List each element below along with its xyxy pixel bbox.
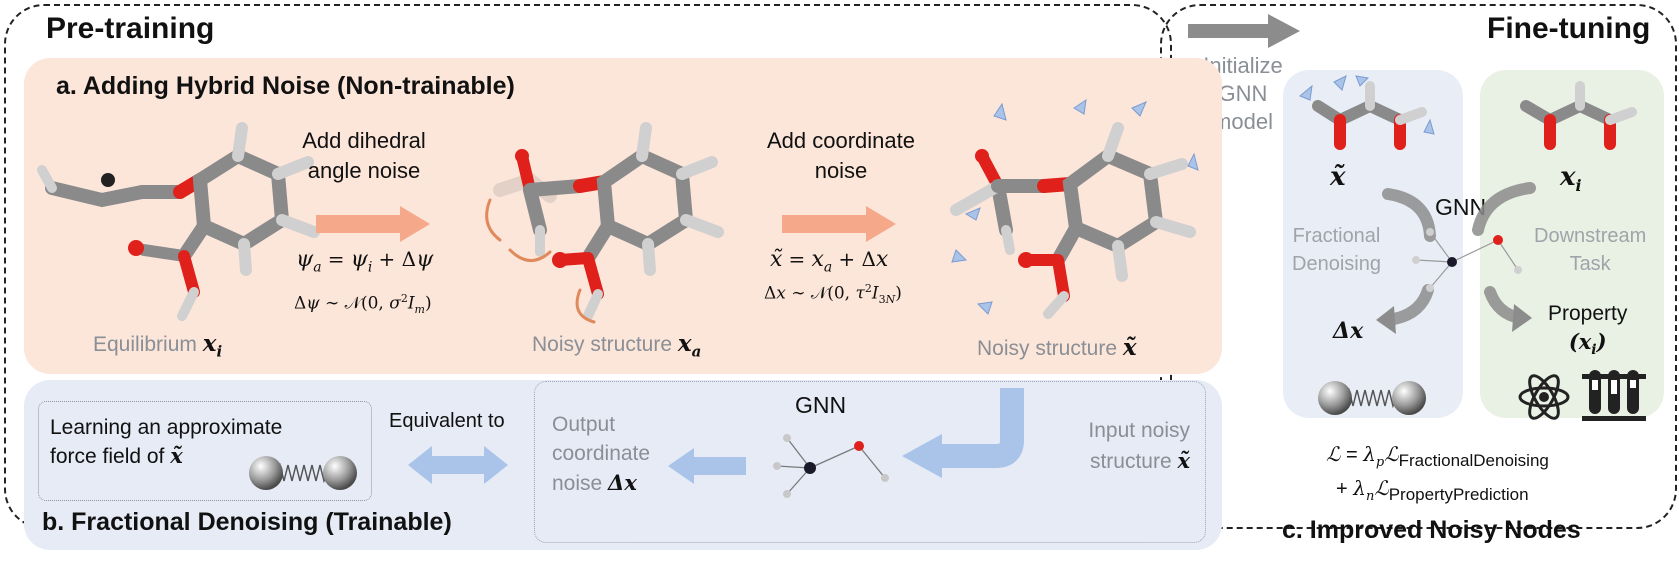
property-label: Property (xi)	[1548, 300, 1627, 364]
small-molecule-left	[1299, 75, 1435, 150]
output-arrow	[668, 448, 746, 484]
step2-label-line-2: noise	[814, 158, 868, 183]
fractional-label: Fractional Denoising	[1292, 222, 1381, 278]
gnn-box	[534, 381, 1206, 543]
atom-icon	[1518, 374, 1570, 420]
panel-c-right	[1480, 70, 1664, 418]
equilibrium-molecule	[37, 122, 320, 321]
caption-equilibrium-symbol: xi	[202, 330, 223, 361]
downstream-line-2: Task	[1569, 253, 1611, 275]
equivalent-arrow	[408, 446, 508, 484]
noisy-a-molecule	[485, 122, 724, 324]
caption-noisy-tilde: Noisy structure x̃	[977, 334, 1137, 361]
caption-equilibrium: Equilibrium xi	[93, 330, 222, 361]
pretraining-title: Pre-training	[46, 12, 215, 45]
x-i-label: xi	[1560, 162, 1582, 196]
output-label: Output coordinate noise Δx	[552, 410, 650, 498]
caption-noisy-tilde-text: Noisy structure	[977, 337, 1118, 360]
caption-noisy-a: Noisy structure xa	[532, 330, 701, 361]
step2-arrow	[782, 206, 896, 242]
step1-label-line-2: angle noise	[307, 158, 421, 183]
learning-box	[38, 401, 372, 501]
learning-text: Learning an approximate force field of x…	[50, 414, 282, 471]
finetuning-title: Fine-tuning	[1487, 12, 1651, 45]
step2-label: Add coordinate noise	[756, 126, 926, 186]
caption-equilibrium-text: Equilibrium	[93, 333, 197, 356]
initialize-line-2: GNN	[1218, 81, 1268, 106]
property-line-2: (xi)	[1568, 329, 1607, 359]
input-line-1: Input noisy	[1088, 419, 1190, 442]
step1-label: Add dihedral angle noise	[294, 126, 434, 186]
gnn-graph-b	[773, 434, 889, 498]
caption-noisy-a-symbol: xa	[677, 330, 702, 361]
learning-line-1: Learning an approximate	[50, 416, 283, 439]
initialize-line-3: model	[1213, 109, 1273, 134]
step2-equation-2: Δx ∼ 𝒩(0, τ2I3N)	[764, 282, 902, 307]
initialize-arrow	[1188, 14, 1300, 48]
output-line-2: coordinate	[552, 442, 651, 465]
property-line-1: Property	[1548, 302, 1628, 325]
downstream-line-1: Downstream	[1534, 225, 1647, 247]
curved-arrows-c	[1376, 182, 1536, 334]
section-c-title: c. Improved Noisy Nodes	[1282, 516, 1581, 544]
fractional-line-1: Fractional	[1292, 225, 1381, 247]
step2-label-line-1: Add coordinate	[767, 128, 915, 153]
spring-icon-c	[1318, 381, 1426, 415]
step1-equation-1: ψa = ψi + Δψ	[296, 247, 434, 276]
equivalent-label: Equivalent to	[389, 410, 505, 432]
downstream-label: Downstream Task	[1534, 222, 1646, 278]
step2-equation-1: x̃ = xa + Δx	[770, 247, 889, 276]
step1-arrow	[316, 206, 430, 242]
caption-noisy-a-text: Noisy structure	[532, 333, 673, 356]
loss-line-2: + λnℒPropertyPrediction	[1336, 476, 1529, 504]
fractional-line-2: Denoising	[1292, 253, 1381, 275]
input-label: Input noisy structure x̃	[1050, 416, 1190, 477]
gnn-graph-c	[1412, 228, 1522, 292]
gnn-label-b: GNN	[795, 392, 847, 418]
output-line-3: noise Δx	[552, 470, 637, 495]
section-b-title: b. Fractional Denoising (Trainable)	[42, 508, 452, 536]
noisy-tilde-molecule	[950, 98, 1199, 319]
caption-noisy-tilde-symbol: x̃	[1122, 334, 1137, 361]
learning-line-2: force field of x̃	[50, 443, 183, 468]
panel-hybrid-noise	[24, 58, 1222, 374]
x-tilde-label: x̃	[1330, 162, 1346, 192]
step1-equation-2: Δψ ∼ 𝒩(0, σ2Im)	[294, 292, 432, 317]
initialize-label: Initialize GNN model	[1183, 52, 1303, 136]
test-tubes-icon	[1582, 370, 1646, 421]
output-line-1: Output	[552, 413, 616, 436]
delta-x-label: Δx	[1333, 318, 1364, 344]
step1-label-line-1: Add dihedral	[302, 128, 426, 153]
spring-icon	[249, 456, 357, 490]
panel-c-left	[1283, 70, 1463, 418]
input-arrow	[902, 388, 1024, 478]
loss-line-1: ℒ = λpℒFractionalDenoising	[1326, 442, 1549, 470]
section-a-title: a. Adding Hybrid Noise (Non-trainable)	[56, 72, 515, 100]
small-molecule-right	[1520, 81, 1637, 150]
input-line-2: structure x̃	[1089, 448, 1190, 473]
